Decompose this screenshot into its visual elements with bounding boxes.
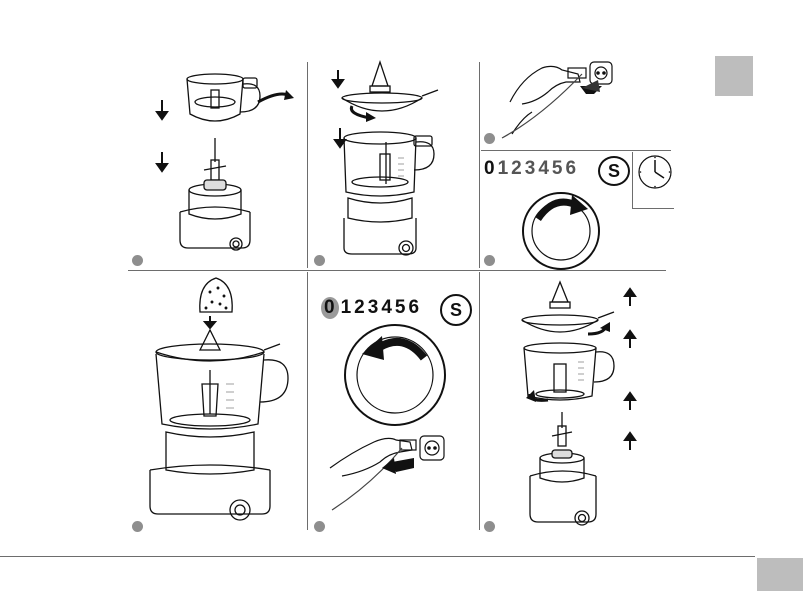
food-processor-icon [150, 354, 288, 520]
arrow-down-icon [333, 70, 343, 87]
citrus-juicer-icon [370, 62, 390, 92]
divider-vertical-1-bottom [307, 272, 308, 530]
step-marker-4 [484, 255, 495, 266]
arrow-up-icon [625, 433, 635, 450]
arrow-up-icon [625, 331, 635, 348]
rotate-clockwise-icon [538, 202, 576, 219]
arrow-up-icon [625, 289, 635, 306]
speed-2: 2 [354, 297, 366, 319]
socket-icon [420, 436, 444, 460]
strainer-icon [522, 312, 614, 332]
divider-panel3-horizontal [481, 150, 671, 151]
food-processor-icon [344, 132, 434, 255]
speed-3: 3 [368, 297, 380, 319]
speed-5: 5 [395, 297, 407, 319]
lemon-icon [200, 278, 232, 312]
bowl-icon [187, 74, 260, 121]
panel2-illustration [310, 58, 478, 268]
speed-5: 5 [552, 158, 564, 180]
food-processor-icon [180, 180, 250, 250]
footer-line [0, 556, 755, 557]
step-marker-7 [484, 521, 495, 532]
speed-0: 0 [484, 158, 496, 180]
blade-icon [552, 412, 572, 446]
hand-icon [510, 66, 580, 104]
strainer-icon [342, 90, 438, 111]
speed-4: 4 [381, 297, 393, 319]
speed-dial-b [342, 322, 448, 428]
socket-icon [590, 62, 612, 84]
arrow-down-icon [157, 100, 167, 119]
divider-vertical-2-bottom [479, 272, 480, 530]
divider-clock-box-bottom [632, 208, 674, 209]
panel5-illustration [140, 274, 300, 526]
speed-6: 6 [565, 158, 577, 180]
bowl-icon [524, 343, 614, 400]
panel3-plug-illustration [482, 58, 612, 148]
page-tab-top [715, 56, 753, 96]
arrow-down-icon [157, 152, 167, 171]
speed-6: 6 [408, 297, 420, 319]
speed-4: 4 [538, 158, 550, 180]
arrow-up-icon [625, 393, 635, 410]
panel7-illustration [500, 278, 670, 528]
speed-0: 0 [321, 297, 339, 319]
speed-dial-a [514, 185, 608, 269]
panel1-illustration [130, 62, 306, 268]
food-processor-icon [530, 450, 596, 525]
panel6-unplug-illustration [322, 428, 452, 524]
blade-icon [204, 138, 226, 180]
citrus-juicer-icon [550, 282, 570, 308]
pulse-button-a: S [598, 156, 630, 186]
divider-clock-box [632, 152, 633, 208]
divider-vertical-1-top [307, 62, 308, 268]
clock-icon [637, 154, 673, 190]
divider-horizontal-middle [128, 270, 666, 271]
speed-2: 2 [511, 158, 523, 180]
citrus-juicer-icon [156, 330, 280, 361]
unplug-icon [382, 458, 414, 474]
divider-vertical-2-top [479, 62, 480, 268]
page-number-box [757, 558, 803, 591]
speed-1: 1 [498, 158, 510, 180]
speed-3: 3 [525, 158, 537, 180]
speed-1: 1 [341, 297, 353, 319]
arrow-down-icon [205, 316, 215, 328]
